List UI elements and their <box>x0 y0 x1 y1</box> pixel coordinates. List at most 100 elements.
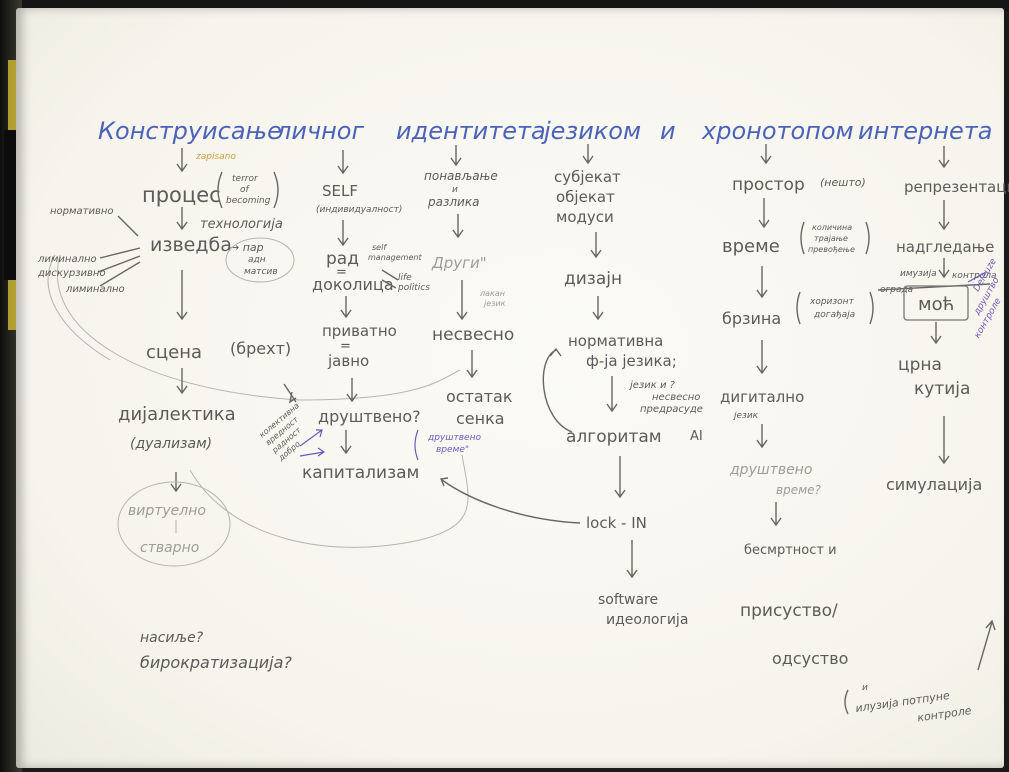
node-lakan-2: језик <box>483 299 506 308</box>
node-brzina: брзина <box>722 309 781 328</box>
paren-brackets <box>800 221 870 255</box>
purple-side-note: Deleuze друштво контроле <box>972 257 1004 341</box>
paren-line-1: terror <box>232 174 259 184</box>
node-ostatak: остатак <box>446 387 513 406</box>
node-ponavljanje: понављање <box>424 169 498 183</box>
title-word-4: језиком <box>541 117 641 145</box>
node-izvedba: изведба <box>150 234 232 256</box>
node-drustveno-vreme-2: време" <box>436 445 469 455</box>
node-self-mgmt-1: self <box>372 243 387 252</box>
node-moc: моћ <box>918 294 954 315</box>
node-matsiv: матсив <box>244 267 278 277</box>
node-modusi: модуси <box>556 208 614 226</box>
arrow-purple-right <box>299 447 326 457</box>
circle-virtuelno <box>117 481 231 567</box>
node-adn: адн <box>248 255 266 265</box>
node-drustveno-vreme-2: време? <box>776 483 822 497</box>
arrow-down-icon <box>756 424 768 449</box>
arrow-down-icon <box>456 280 468 321</box>
node-ograda: ограда <box>880 285 913 295</box>
node-reprezentacija: репрезентација <box>904 178 1009 196</box>
node-jezik-nesvesno-2: несвесно <box>652 392 700 403</box>
node-life-pol-2: politics <box>397 283 430 293</box>
node-nasilje: насиље? <box>140 630 204 646</box>
column-6: репрезентација надгледање имузија контро… <box>877 146 1009 671</box>
column-4: субјекат објекат модуси дизајн нормативн… <box>439 144 703 628</box>
node-vreme: време <box>722 236 780 257</box>
node-kutija: кутија <box>914 379 970 399</box>
title-row: Конструисање личног идентитета језиком и… <box>98 117 992 145</box>
node-iluzija-2: контроле <box>917 704 973 724</box>
node-javno: јавно <box>327 352 369 370</box>
node-ai: AI <box>690 429 703 444</box>
iluzija-note: илузија потпуне контроле <box>855 689 973 725</box>
node-brekt: (брехт) <box>230 339 291 358</box>
paren-bracket <box>844 689 849 715</box>
side-note-rotated: колективна вредност радност добро <box>258 401 303 463</box>
arrows-to-izvedba <box>97 247 141 287</box>
node-virtuelno: виртуелно <box>128 503 206 519</box>
node-privatno: приватно <box>322 322 397 340</box>
arrow-down-icon <box>582 144 594 165</box>
node-individualnost: (индивидуалност) <box>316 205 402 215</box>
node-senka: сенка <box>456 409 505 428</box>
node-life-pol-1: life <box>398 273 412 283</box>
node-fja-jezika: ф-ја језика; <box>586 352 677 370</box>
node-ideologija: идеологија <box>606 612 688 628</box>
arrow-down-icon <box>760 144 772 165</box>
node-drustveno-vreme-1: друштвено <box>427 433 481 443</box>
node-odsustvo: одсуство <box>772 649 848 668</box>
title-word-6: хронотопом <box>701 117 854 145</box>
node-simulacija: симулација <box>886 475 982 494</box>
node-razlika: разлика <box>427 195 479 209</box>
arrow-down-icon <box>756 340 768 375</box>
node-prostor: простор <box>732 175 805 195</box>
moc-box <box>903 285 969 321</box>
circle-par <box>225 237 295 283</box>
node-dualizam: (дуализам) <box>130 436 212 452</box>
node-dokolica: доколица <box>312 275 394 294</box>
node-i: и <box>452 185 458 195</box>
paren-brackets <box>217 171 279 209</box>
arrow-down-icon <box>938 200 950 231</box>
node-kolicina-3: превођење <box>808 245 855 254</box>
node-besmrtnost: бесмртност и <box>744 543 837 558</box>
column-3: понављање и разлика Други" лакан језик н… <box>424 145 514 428</box>
node-eq-2: = <box>340 339 351 354</box>
arrow-down-icon <box>176 270 188 321</box>
arrow-down-icon <box>340 296 352 319</box>
strike-line <box>877 283 991 291</box>
node-self: SELF <box>322 182 358 200</box>
arrow-down-icon <box>170 472 182 493</box>
faint-lower-curve <box>189 454 469 548</box>
arrow-up-icon <box>977 619 996 671</box>
node-crna: црна <box>898 355 942 375</box>
node-algoritam: алгоритам <box>566 427 662 447</box>
arrow-loop-left <box>542 347 573 433</box>
title-word-2: личног <box>275 117 364 145</box>
arrow-to-brekt <box>283 383 297 404</box>
arrow-lockin-to-kapitalizam <box>439 477 581 524</box>
arrow-down-icon <box>337 220 349 247</box>
node-horizont-1: хоризонт <box>809 297 855 307</box>
arrow-down-icon <box>592 296 604 321</box>
note-top: zapisano <box>195 152 236 162</box>
node-liminalno-1: лиминално <box>37 254 97 265</box>
arrow-down-icon <box>770 502 782 527</box>
node-lakan-1: лакан <box>479 289 505 298</box>
arrow-down-icon <box>626 540 638 579</box>
node-prisustvo: присуство/ <box>740 601 838 621</box>
arrow-down-icon <box>450 145 462 167</box>
arrow-diag-icon <box>117 215 139 237</box>
node-dizajn: дизајн <box>564 269 622 289</box>
node-lockin: lock - IN <box>586 514 647 532</box>
node-par: → пар <box>230 241 264 254</box>
node-software: software <box>598 592 658 608</box>
black-tab <box>4 130 18 280</box>
node-eq-1: = <box>336 265 347 280</box>
node-drugi: Други" <box>431 254 487 272</box>
arrow-down-icon <box>758 198 770 229</box>
node-self-mgmt-2: management <box>368 253 422 262</box>
node-jezik-nesvesno-1: језик и ? <box>628 379 676 391</box>
